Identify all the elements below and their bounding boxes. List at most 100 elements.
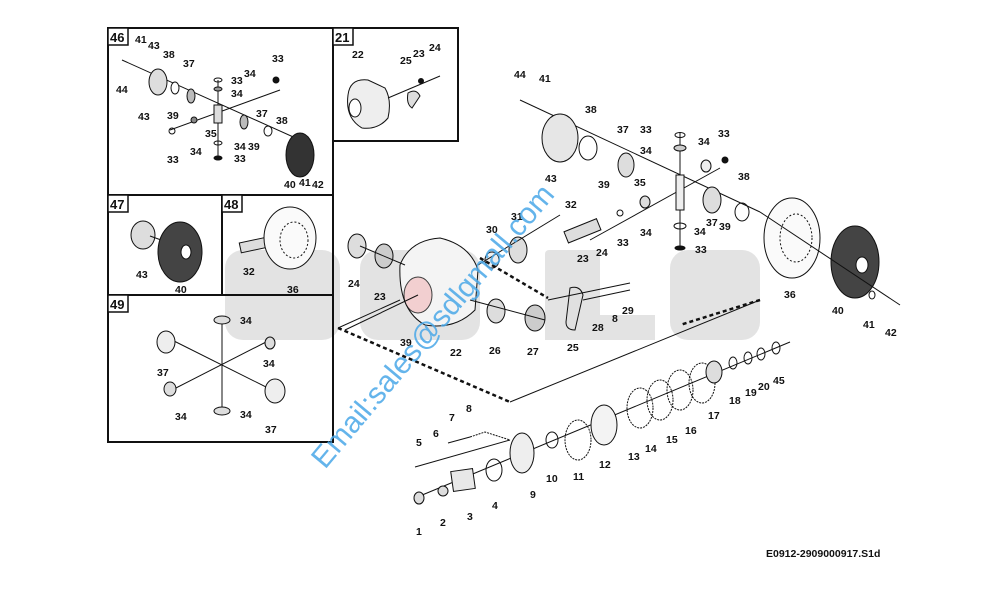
differential-drawing	[337, 99, 901, 404]
part-label: 23	[577, 253, 589, 265]
part-label: 44	[514, 69, 526, 81]
part-label: 22	[352, 49, 364, 61]
panel-48-drawing	[238, 206, 317, 270]
part-label: 20	[758, 381, 770, 393]
part-label: 17	[708, 410, 720, 422]
ring-gear-labels: 36 40 41 42	[784, 289, 897, 339]
part-label: 13	[628, 451, 640, 463]
part-label: 33	[695, 244, 707, 256]
shaft-assembly-drawing	[413, 341, 791, 505]
panel-46-id: 46	[110, 30, 124, 45]
part-label: 12	[599, 459, 611, 471]
part-label: 34	[640, 227, 652, 239]
part-label: 24	[429, 42, 441, 54]
panel-47-drawing	[130, 220, 203, 283]
panel-46-drawing	[121, 59, 315, 178]
part-label: 39	[598, 179, 610, 191]
part-label: 28	[592, 322, 604, 334]
shaft-assembly-labels: 1 2 3 4 5 6 7 8 9 10 11 12 13 14 15 16 1…	[416, 375, 785, 538]
part-label: 1	[416, 526, 422, 538]
part-label: 35	[634, 177, 646, 189]
part-label: 35	[205, 128, 217, 140]
drawing-code: E0912-2909000917.S1d	[766, 548, 881, 560]
panel-49: 49	[107, 294, 334, 443]
part-label: 2	[440, 517, 446, 529]
part-label: 43	[138, 111, 150, 123]
part-label: 4	[492, 500, 498, 512]
part-label: 41	[299, 177, 311, 189]
part-label: 34	[231, 88, 243, 100]
part-label: 7	[449, 412, 455, 424]
part-label: 33	[640, 124, 652, 136]
part-label: 32	[243, 266, 255, 278]
panel-47-id: 47	[110, 197, 124, 212]
part-label: 39	[400, 337, 412, 349]
part-label: 37	[265, 424, 277, 436]
part-label: 34	[175, 411, 187, 423]
part-label: 3	[467, 511, 473, 523]
part-label: 34	[694, 226, 706, 238]
part-label: 14	[645, 443, 657, 455]
part-label: 33	[231, 75, 243, 87]
part-label: 23	[413, 48, 425, 60]
part-label: 44	[116, 84, 128, 96]
part-label: 42	[885, 327, 897, 339]
panel-21: 21	[332, 27, 459, 142]
panel-21-labels: 22 25 23 24	[352, 42, 441, 67]
part-label: 26	[489, 345, 501, 357]
part-label: 36	[784, 289, 796, 301]
part-label: 8	[466, 403, 472, 415]
part-label: 32	[565, 199, 577, 211]
part-label: 37	[706, 217, 718, 229]
part-label: 39	[719, 221, 731, 233]
part-label: 43	[136, 269, 148, 281]
part-label: 38	[585, 104, 597, 116]
part-label: 15	[666, 434, 678, 446]
part-label: 41	[863, 319, 875, 331]
part-label: 37	[157, 367, 169, 379]
part-label: 5	[416, 437, 422, 449]
part-label: 11	[573, 471, 584, 483]
part-label: 34	[263, 358, 275, 370]
part-label: 9	[530, 489, 536, 501]
part-label: 34	[234, 141, 246, 153]
part-label: 38	[738, 171, 750, 183]
part-label: 37	[617, 124, 629, 136]
part-label: 23	[374, 291, 386, 303]
part-label: 16	[685, 425, 697, 437]
part-label: 40	[175, 284, 187, 296]
part-label: 8	[612, 313, 618, 325]
part-label: 34	[244, 68, 256, 80]
part-label: 34	[240, 315, 252, 327]
part-label: 19	[745, 387, 757, 399]
part-label: 24	[596, 247, 608, 259]
part-label: 37	[256, 108, 268, 120]
part-label: 30	[486, 224, 498, 236]
part-label: 45	[773, 375, 785, 387]
part-label: 36	[287, 284, 299, 296]
panel-49-drawing	[156, 315, 286, 416]
part-label: 27	[527, 346, 539, 358]
part-label: 34	[240, 409, 252, 421]
panel-21-id: 21	[335, 30, 349, 45]
part-label: 33	[272, 53, 284, 65]
part-label: 33	[617, 237, 629, 249]
part-label: 33	[167, 154, 179, 166]
housing-labels: 24 23 39 22 26 27 23 24 25 28 8 29	[348, 247, 634, 359]
part-label: 37	[183, 58, 195, 70]
part-label: 25	[400, 55, 412, 67]
part-label: 39	[248, 141, 260, 153]
part-label: 38	[163, 49, 175, 61]
part-label: 39	[167, 110, 179, 122]
part-label: 33	[718, 128, 730, 140]
part-label: 6	[433, 428, 439, 440]
panel-47-labels: 43 40	[136, 269, 187, 296]
part-label: 43	[545, 173, 557, 185]
panel-49-labels: 34 34 37 34 34 37	[157, 315, 277, 436]
panel-48-labels: 32 36	[243, 266, 299, 296]
panel-46-labels: 41 43 38 37 33 33 34 34 44 43 39 35 37 3…	[116, 34, 324, 191]
part-label: 40	[284, 179, 296, 191]
part-label: 18	[729, 395, 741, 407]
panel-21-drawing	[347, 75, 441, 129]
